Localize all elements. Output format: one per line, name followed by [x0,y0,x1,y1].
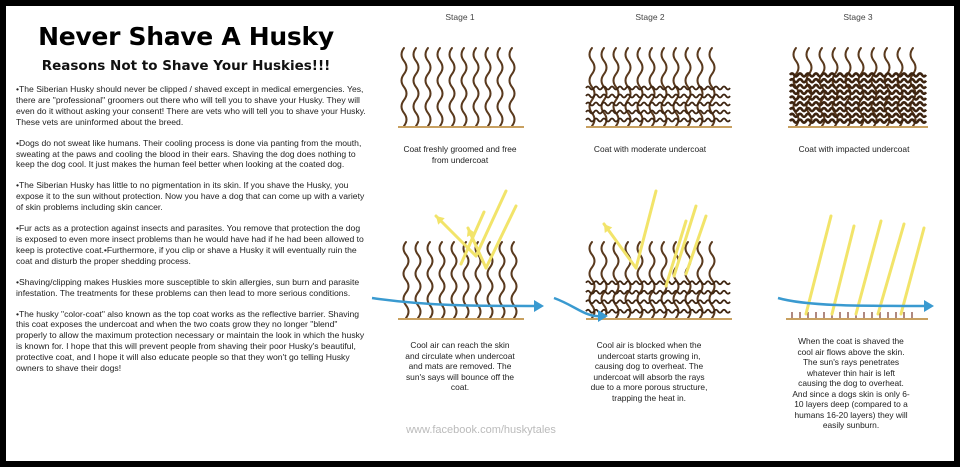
undercoat-fluff [585,289,731,295]
undercoat-fluff [788,77,928,84]
stage-2-title: Stage 2 [635,12,665,22]
hair-strand [400,47,408,127]
undercoat-fluff [788,106,928,113]
sun-ray [854,219,883,316]
hair-strand [684,241,692,319]
sun-ray [876,222,906,316]
sun-ray [434,214,478,258]
undercoat-fluff [585,280,731,286]
sun-ray [602,222,638,270]
undercoat-fluff [788,89,928,95]
hair-strand [708,241,716,319]
air-flow-arrow [777,296,927,308]
stage-2-top-caption: Coat with moderate undercoat [593,144,707,154]
hair-strand [414,241,422,319]
undercoat-fluff [788,83,928,90]
hair-strand [450,241,458,319]
undercoat-fluff [585,109,731,115]
hair-strand [484,47,492,127]
air-flow-arrowhead [598,310,608,322]
hair-strand [660,241,668,319]
stage-1-sun-air-illustration [371,189,544,320]
undercoat-fluff [585,101,731,107]
sun-ray [830,224,856,316]
hair-strand [648,241,656,319]
sun-ray [664,219,688,288]
undercoat-fluff [585,85,731,91]
stage-3-coat-hair-illustration [788,47,928,128]
air-flow-arrowhead [534,300,544,312]
stage-3-sun-air-illustration [777,214,934,320]
infographic-panel: Never Shave A Husky Reasons Not to Shave… [6,6,954,461]
reason-paragraph-2: •Dogs do not sweat like humans. Their co… [16,137,362,170]
undercoat-fluff [585,308,731,314]
hair-strand [612,241,620,319]
air-flow-arrowhead [924,300,934,312]
reason-paragraph-5: •Shaving/clipping makes Huskies more sus… [16,276,360,298]
hair-strand [588,241,596,319]
undercoat-fluff [788,118,928,124]
sun-ray [899,226,926,316]
sun-ray-arrowhead [466,228,476,237]
sun-ray [672,204,698,278]
stage-2-coat-hair-illustration [585,47,732,128]
hair-strand [402,241,410,319]
hair-strand [448,47,456,127]
hair-strand [436,47,444,127]
undercoat-fluff [585,299,731,305]
stage-2-sun-air-illustration [553,189,732,322]
undercoat-fluff [788,72,928,78]
hair-strand [696,241,704,319]
hair-strand [508,47,516,127]
sun-ray [459,210,486,266]
hair-strand [460,47,468,127]
stage-1-title: Stage 1 [445,12,475,22]
hair-strand [426,241,434,319]
undercoat-fluff [585,117,731,123]
stage-3-bottom-caption: When the coat is shaved the cool air flo… [792,336,910,430]
stage-1-coat-hair-illustration [398,47,524,128]
hair-strand [424,47,432,127]
stage-2-bottom-caption: Cool air is blocked when the undercoat s… [590,340,708,403]
undercoat-fluff [788,112,928,119]
page-title: Never Shave A Husky [38,22,334,51]
undercoat-fluff [585,93,731,99]
undercoat-fluff [788,101,928,107]
sun-ray [804,214,833,316]
stage-1-bottom-caption: Cool air can reach the skin and circulat… [405,340,515,392]
hair-strand [438,241,446,319]
sun-ray-arrowhead [604,224,613,233]
stage-3-top-caption: Coat with impacted undercoat [798,144,910,154]
stage-1-top-caption: Coat freshly groomed and free from under… [403,144,517,165]
sun-ray [634,189,658,270]
hair-strand [496,47,504,127]
reasons-text-column: •The Siberian Husky should never be clip… [16,84,366,384]
sun-ray-arrowhead [436,216,445,225]
sun-ray [484,204,518,270]
hair-strand [472,47,480,127]
facebook-watermark: www.facebook.com/huskytales [406,424,556,436]
reason-paragraph-1: •The Siberian Husky should never be clip… [16,84,366,127]
sun-ray [474,189,508,258]
page-subtitle: Reasons Not to Shave Your Huskies!!! [41,58,331,74]
hair-strand [600,241,608,319]
air-flow-arrow [371,296,537,308]
reason-paragraph-4: •Fur acts as a protection against insect… [16,223,364,266]
reason-paragraph-6: •The husky "color-coat" also known as th… [16,308,365,374]
sun-ray [684,214,708,276]
undercoat-fluff [788,95,928,101]
coat-stages-illustration [371,47,934,322]
stage-3-title: Stage 3 [843,12,873,22]
reason-paragraph-3: •The Siberian Husky has little to no pig… [16,180,365,213]
hair-strand [412,47,420,127]
